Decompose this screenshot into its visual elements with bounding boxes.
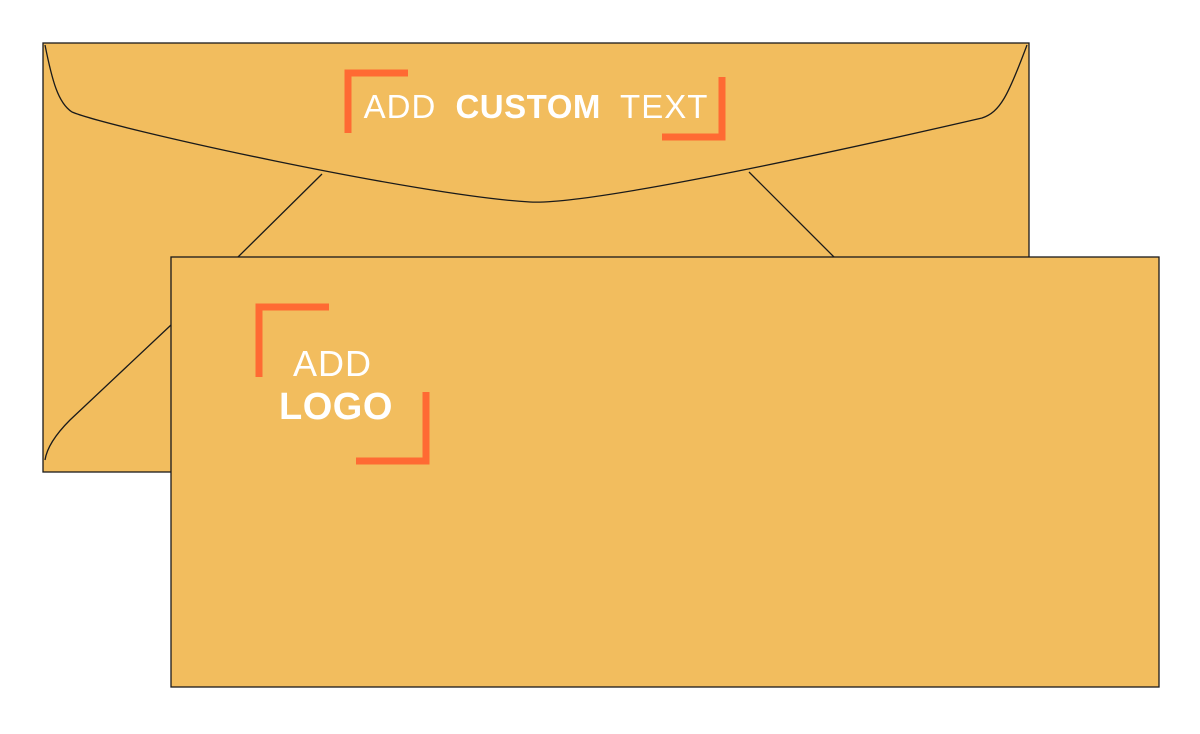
logo-label-line2: LOGO bbox=[279, 386, 393, 428]
custom-text-suffix: TEXT bbox=[620, 88, 708, 125]
front-envelope: ADD LOGO bbox=[170, 256, 1160, 688]
custom-text-emphasis: CUSTOM bbox=[455, 88, 600, 125]
fold-line-left-lower bbox=[44, 324, 172, 461]
back-envelope-flap bbox=[44, 44, 1028, 203]
fold-line-left-upper bbox=[237, 173, 323, 258]
logo-bracket-bottom-right bbox=[356, 392, 430, 465]
logo-bracket bbox=[255, 303, 430, 465]
custom-text-prefix: ADD bbox=[364, 88, 437, 125]
logo-label-line1: ADD bbox=[293, 343, 372, 384]
front-envelope-body bbox=[170, 256, 1160, 688]
bracket-bottom-right bbox=[662, 77, 726, 141]
fold-line-right-upper bbox=[748, 171, 835, 258]
logo-bracket-top-left bbox=[255, 303, 329, 377]
custom-text-bracket bbox=[344, 69, 726, 141]
custom-text-label: ADD CUSTOM TEXT bbox=[364, 88, 709, 125]
bracket-top-left bbox=[344, 69, 408, 133]
